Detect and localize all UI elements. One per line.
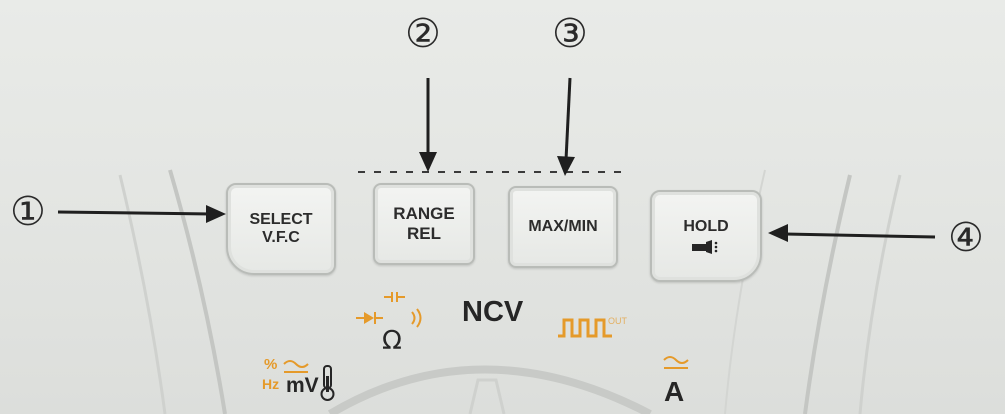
hold-button-label: HOLD: [683, 217, 729, 235]
ohm-label: Ω: [382, 326, 402, 356]
callout-4: ④: [948, 215, 984, 261]
arrow-down-icon: [419, 78, 437, 172]
capacitor-icon: [384, 292, 405, 302]
select-button-label-1: SELECT: [249, 210, 313, 228]
arrow-left-icon: [768, 224, 936, 242]
ncv-label: NCV: [462, 296, 524, 328]
ac-dc-symbol-icon: [283, 360, 309, 373]
callout-1: ①: [10, 189, 46, 235]
diode-icon: [356, 312, 383, 324]
callout-3: ③: [552, 11, 588, 57]
range-rel-button[interactable]: RANGE REL: [373, 183, 475, 265]
hz-label: Hz: [262, 376, 280, 392]
callout-2: ②: [405, 11, 441, 57]
arrow-down-icon: [557, 77, 575, 176]
ac-dc-symbol-icon: [663, 356, 689, 369]
thermometer-icon: [320, 365, 335, 401]
out-label: OUT: [608, 316, 627, 326]
select-vfc-button[interactable]: SELECT V.F.C: [226, 183, 336, 275]
flashlight-icon: [692, 240, 720, 255]
square-wave-icon: [558, 318, 612, 338]
percent-label: %: [264, 356, 278, 373]
maxmin-button-label: MAX/MIN: [528, 217, 598, 235]
arrow-right-icon: [57, 205, 226, 223]
continuity-beep-icon: [411, 308, 422, 328]
mv-label: mV: [286, 374, 319, 397]
range-button-label-1: RANGE: [393, 204, 455, 224]
rotary-dial-arc: [327, 365, 652, 414]
hold-button[interactable]: HOLD: [650, 190, 762, 282]
range-button-label-2: REL: [407, 224, 441, 243]
amp-label: A: [664, 376, 685, 407]
max-min-button[interactable]: MAX/MIN: [508, 186, 618, 268]
select-button-label-2: V.F.C: [262, 229, 300, 246]
